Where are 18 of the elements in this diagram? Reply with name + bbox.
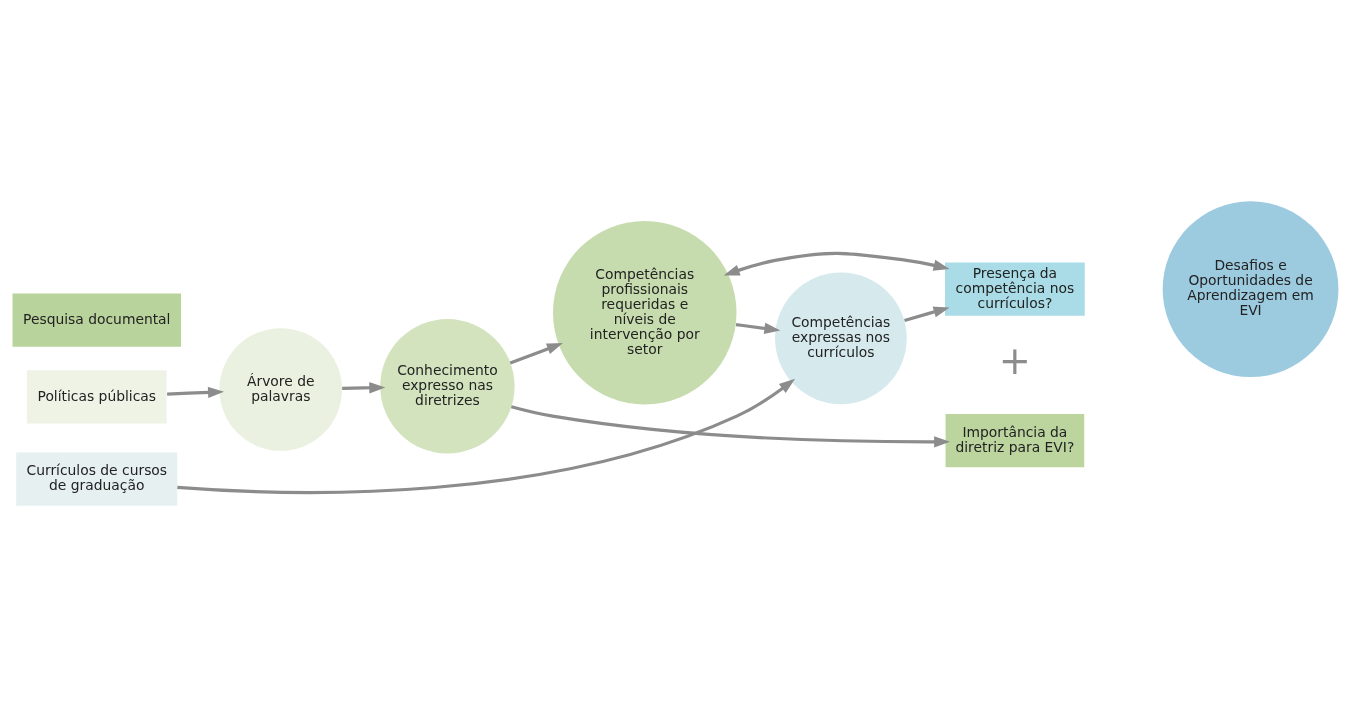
node-circle: Desafios e Oportunidades de Aprendizagem em EVI <box>1162 201 1339 378</box>
node-circle: Conhecimento expresso nas diretrizes <box>380 319 515 454</box>
arrow <box>509 343 563 365</box>
arrow <box>167 386 225 398</box>
arrow <box>177 378 796 494</box>
node-box: Políticas públicas <box>26 370 167 424</box>
arrow <box>904 306 950 322</box>
node-circle: Competências profissionais requeridas e níveis de intervenção por setor <box>553 220 737 405</box>
arrow <box>723 251 950 276</box>
arrow <box>342 382 386 394</box>
node-box: Importância da diretriz para EVI? <box>945 414 1085 468</box>
arrow <box>510 405 951 448</box>
node-box: Currículos de cursos de graduação <box>16 452 178 506</box>
node-box: Pesquisa documental <box>12 293 182 347</box>
node-circle: Árvore de palavras <box>219 328 343 451</box>
arrow <box>735 322 781 334</box>
node-box: Presença da competência nos currículos? <box>945 262 1085 316</box>
label: + <box>998 338 1031 384</box>
